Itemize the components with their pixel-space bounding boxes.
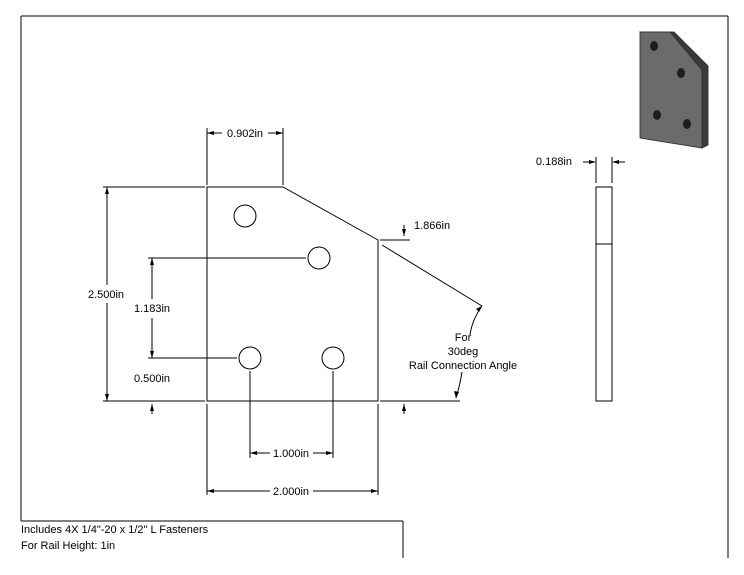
hole-top-right (307, 246, 331, 270)
dim-label-hole-vertical-spacing: 1.183in (134, 303, 170, 315)
dim-label-bottom-hole-offset: 0.500in (134, 373, 170, 385)
dim-label-total-width: 2.000in (273, 486, 309, 498)
dim-label-thickness: 0.188in (536, 156, 572, 168)
plate-side-outline (595, 186, 613, 402)
dim-label-top-chamfer-width: 0.902in (227, 128, 263, 140)
iso-plate-face (639, 31, 703, 149)
plate-front-outline (206, 186, 379, 402)
hole-top-left (233, 204, 257, 228)
callout-line-1: For (455, 332, 472, 344)
iso-hole-top-left (650, 41, 658, 51)
hole-bottom-left (238, 346, 262, 370)
hole-bottom-right (321, 346, 345, 370)
dim-label-hole-horizontal-spacing: 1.000in (273, 448, 309, 460)
note-fasteners: Includes 4X 1/4"-20 x 1/2" L Fasteners (21, 524, 209, 536)
iso-hole-top-right (677, 68, 685, 78)
iso-hole-bottom-right (683, 119, 691, 129)
callout-line-3: Rail Connection Angle (409, 360, 517, 372)
angle-extension-line (381, 244, 483, 307)
dim-label-total-height: 2.500in (88, 289, 124, 301)
iso-hole-bottom-left (653, 110, 661, 120)
angle-arc-upper (469, 305, 483, 336)
isometric-view (639, 31, 709, 149)
note-rail-height: For Rail Height: 1in (21, 540, 116, 552)
dim-label-chamfer-side-height: 1.866in (414, 220, 450, 232)
callout-line-2: 30deg (448, 346, 479, 358)
